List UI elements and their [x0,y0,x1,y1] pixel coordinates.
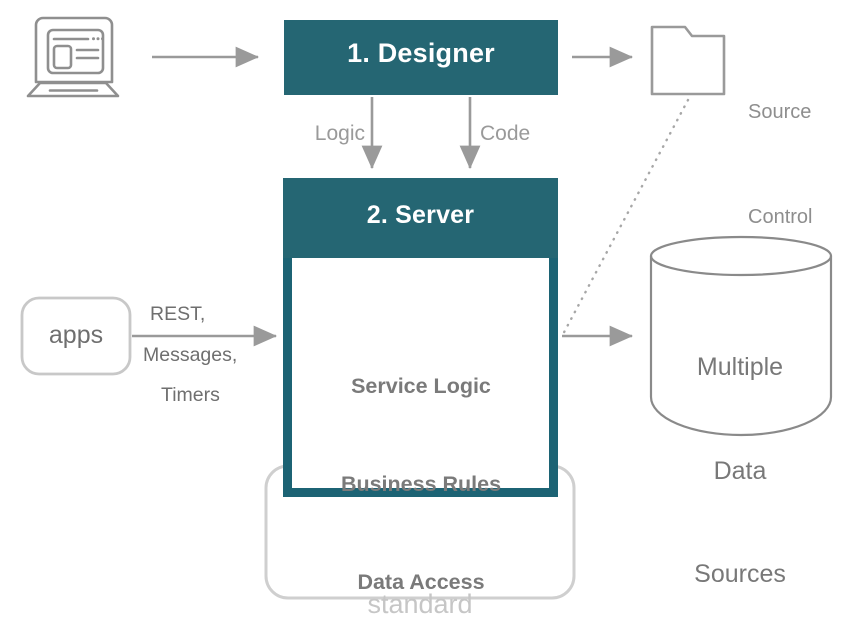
source-control-label-line: Control [748,206,813,228]
source-control-label-line: Source [748,101,812,123]
edge-label-messages: Messages, [143,344,238,366]
edge-source-control-to-server [559,98,690,340]
server-capability-item: Business Rules [340,472,502,497]
edge-label-timers: Timers [161,384,220,406]
designer-box[interactable] [284,20,558,95]
server-capability-item: Data Access [357,570,485,595]
standard-container-label-line: standard [367,588,473,619]
source-control-label: Source Control [748,25,843,305]
edge-label-logic: Logic [314,122,365,145]
apps-box[interactable] [20,296,132,376]
database-cylinder-icon [649,235,833,437]
server-capability-item: Service Logic [351,374,491,399]
folder-icon [650,25,726,96]
data-sources-label-line: Data [713,456,767,485]
edge-label-code: Code [480,122,531,145]
server-box-label: 2. Server [366,201,475,229]
data-sources-label-line: Multiple [696,353,784,381]
edge-label-rest: REST, [150,303,206,325]
server-box[interactable] [283,178,558,497]
server-capability-list: Service Logic Business Rules Data Access… [293,305,549,622]
designer-box-label: 1. Designer [347,38,495,68]
apps-box-label: apps [48,321,104,349]
data-sources-label: Multiple Data Sources [655,281,825,622]
standard-container-label: standard container [266,508,574,622]
data-sources-label-line: Sources [694,560,786,588]
laptop-browser-icon [26,16,120,98]
